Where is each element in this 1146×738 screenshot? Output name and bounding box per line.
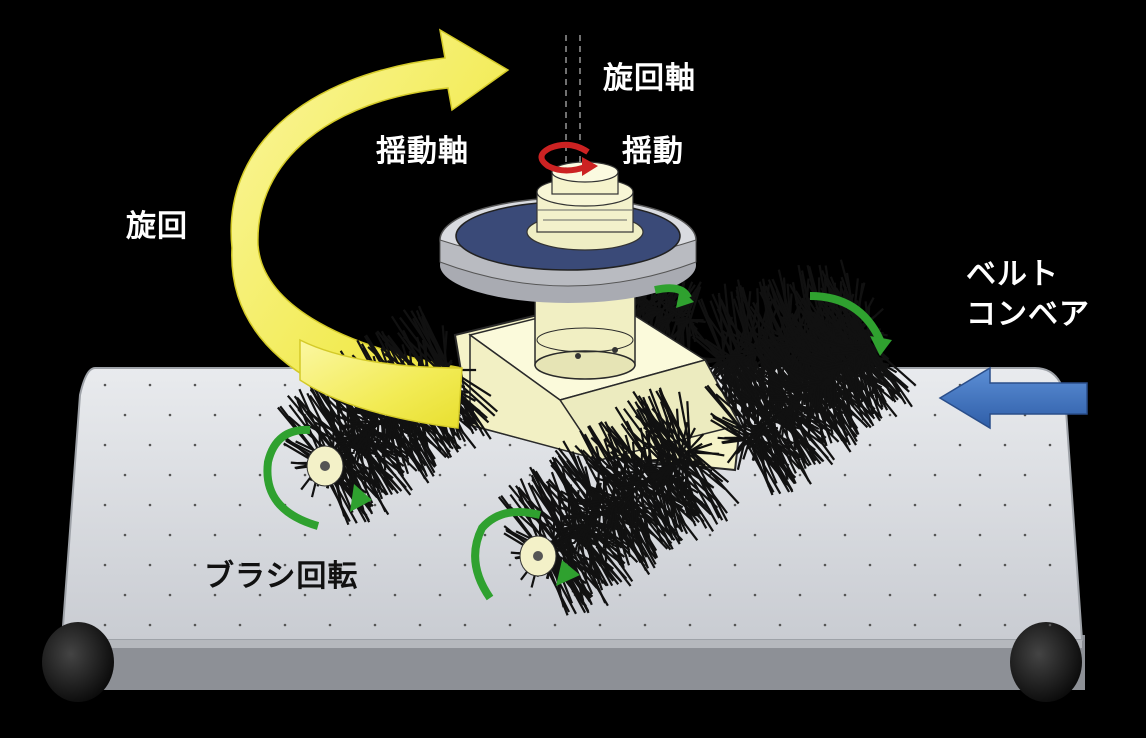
label-brush-rotation: ブラシ回転 [204,560,358,593]
label-rotation: 旋回 [126,210,188,243]
label-rotation-axis: 旋回軸 [603,62,696,95]
brush-head-body [440,162,740,470]
label-belt-line1: ベルト [966,258,1059,291]
label-swing: 揺動 [622,135,684,168]
rotation-axis-line [566,35,580,172]
label-swing-axis: 揺動軸 [376,135,469,168]
left-roller [42,622,114,702]
right-roller [1010,622,1082,702]
label-belt-line2: コンベア [966,298,1090,331]
